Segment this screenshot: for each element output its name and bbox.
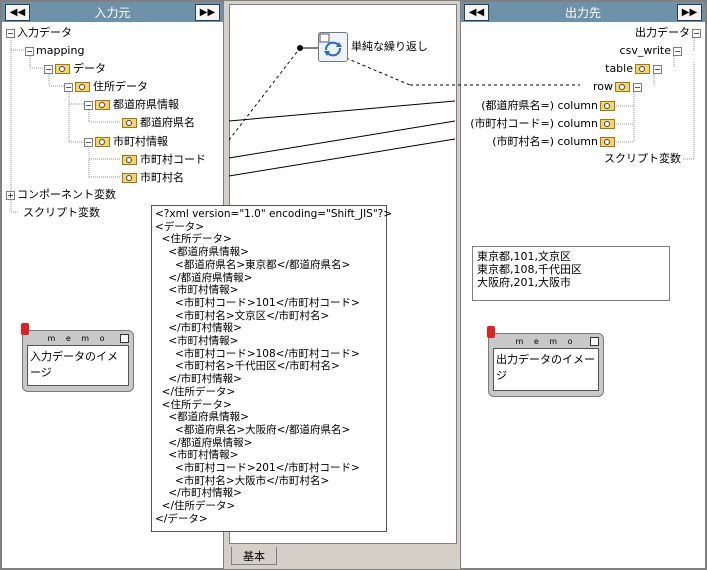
- folder-gear-icon: [55, 63, 71, 75]
- tree-label: 市町村情報: [113, 135, 168, 148]
- input-panel: 入力元 ◀◀ ▶▶ − 入力データ − mapping −: [1, 1, 224, 569]
- tree-node-column-city[interactable]: (市町村名=) column: [492, 135, 616, 149]
- tree-node-data[interactable]: − データ: [44, 62, 106, 76]
- memo-input[interactable]: m e m o 入力データのイメージ: [21, 323, 134, 392]
- tree-node-city-name[interactable]: 市町村名: [122, 171, 184, 185]
- tree-node-column-pref[interactable]: (都道府県名=) column: [481, 99, 616, 113]
- tree-label: 都道府県名: [140, 116, 195, 129]
- tree-label: (市町村コード=) column: [470, 117, 598, 130]
- pin-icon: [487, 326, 495, 338]
- tree-label: コンポーネント変数: [17, 188, 116, 201]
- folder-gear-icon: [95, 136, 111, 148]
- tree-node-column-code[interactable]: (市町村コード=) column: [470, 117, 616, 131]
- folder-gear-icon: [615, 81, 631, 93]
- collapse-toggle-icon[interactable]: −: [84, 137, 93, 147]
- collapse-toggle-icon[interactable]: −: [84, 100, 93, 110]
- memo-title: m e m o: [515, 337, 577, 346]
- tree-label: 出力データ: [635, 26, 690, 39]
- folder-gear-icon: [600, 118, 616, 130]
- tree-node-output-data[interactable]: 出力データ −: [635, 26, 701, 40]
- folder-gear-icon: [600, 100, 616, 112]
- tree-node-mapping[interactable]: − mapping: [25, 44, 84, 58]
- tree-label: row: [592, 80, 613, 93]
- tree-node-output-script-vars[interactable]: スクリプト変数: [604, 152, 681, 166]
- tree-label: データ: [73, 62, 106, 75]
- memo-title: m e m o: [47, 334, 109, 343]
- collapse-toggle-icon[interactable]: −: [673, 46, 682, 56]
- tree-node-component-vars[interactable]: + コンポーネント変数: [6, 188, 116, 202]
- pin-icon: [21, 323, 29, 335]
- output-panel-header: 出力先: [461, 2, 705, 22]
- collapse-toggle-icon[interactable]: −: [25, 46, 34, 56]
- tree-label: 都道府県情報: [113, 98, 179, 111]
- loop-process-node[interactable]: [318, 32, 348, 62]
- tree-label: スクリプト変数: [604, 152, 681, 165]
- tree-label: (市町村名=) column: [492, 135, 598, 148]
- tab-basic[interactable]: 基本: [231, 547, 277, 565]
- tree-label: table: [605, 62, 633, 75]
- tree-label: csv_write: [619, 44, 671, 57]
- tree-label: mapping: [36, 44, 85, 57]
- memo-output[interactable]: m e m o 出力データのイメージ: [487, 326, 604, 397]
- process-label: 単純な繰り返し: [351, 40, 428, 53]
- output-panel-title: 出力先: [564, 5, 601, 20]
- folder-gear-icon: [95, 99, 111, 111]
- collapse-toggle-icon[interactable]: −: [692, 28, 701, 38]
- tree-label: 入力データ: [17, 26, 72, 39]
- tree-node-row[interactable]: row −: [593, 80, 642, 94]
- expand-toggle-icon[interactable]: +: [6, 190, 15, 200]
- tree-node-city-info[interactable]: − 市町村情報: [84, 135, 168, 149]
- repeat-icon: [319, 33, 342, 57]
- folder-gear-icon: [122, 154, 138, 166]
- input-panel-header: 入力元: [2, 2, 223, 22]
- tree-node-pref-info[interactable]: − 都道府県情報: [84, 98, 179, 112]
- tree-node-table[interactable]: table −: [605, 62, 662, 76]
- memo-text: 出力データのイメージ: [493, 348, 599, 391]
- folder-gear-icon: [635, 63, 651, 75]
- collapse-toggle-icon[interactable]: −: [633, 82, 642, 92]
- tree-label: 住所データ: [93, 80, 148, 93]
- tree-label: (都道府県名=) column: [481, 99, 598, 112]
- collapse-left-button[interactable]: ◀◀: [5, 4, 30, 21]
- memo-text: 入力データのイメージ: [27, 345, 129, 386]
- tree-node-input-data[interactable]: − 入力データ: [6, 26, 72, 40]
- minimize-icon[interactable]: [590, 337, 599, 346]
- collapse-toggle-icon[interactable]: −: [6, 28, 15, 38]
- minimize-icon[interactable]: [120, 334, 129, 343]
- tree-node-script-vars[interactable]: スクリプト変数: [23, 206, 100, 220]
- xml-sample-text: <?xml version="1.0" encoding="Shift_JIS"…: [151, 205, 392, 532]
- folder-gear-icon: [600, 136, 616, 148]
- collapse-toggle-icon[interactable]: −: [44, 64, 53, 74]
- collapse-left-button[interactable]: ◀◀: [464, 4, 489, 21]
- expand-right-button[interactable]: ▶▶: [677, 4, 702, 21]
- expand-right-button[interactable]: ▶▶: [195, 4, 220, 21]
- tree-node-address[interactable]: − 住所データ: [64, 80, 148, 94]
- tree-node-csv-write[interactable]: csv_write −: [620, 44, 682, 58]
- input-panel-title: 入力元: [94, 5, 131, 20]
- tree-label: スクリプト変数: [23, 206, 100, 219]
- folder-gear-icon: [122, 117, 138, 129]
- tree-label: 市町村コード: [140, 153, 206, 166]
- folder-gear-icon: [75, 81, 91, 93]
- folder-gear-icon: [122, 172, 138, 184]
- tree-label: 市町村名: [140, 171, 184, 184]
- tree-node-city-code[interactable]: 市町村コード: [122, 153, 206, 167]
- output-tree-lines: [616, 38, 695, 160]
- collapse-toggle-icon[interactable]: −: [653, 64, 662, 74]
- collapse-toggle-icon[interactable]: −: [64, 82, 73, 92]
- tree-node-pref-name[interactable]: 都道府県名: [122, 116, 195, 130]
- input-tree-lines: [10, 38, 120, 213]
- csv-sample-text: 東京都,101,文京区 東京都,108,千代田区 大阪府,201,大阪市: [472, 246, 670, 301]
